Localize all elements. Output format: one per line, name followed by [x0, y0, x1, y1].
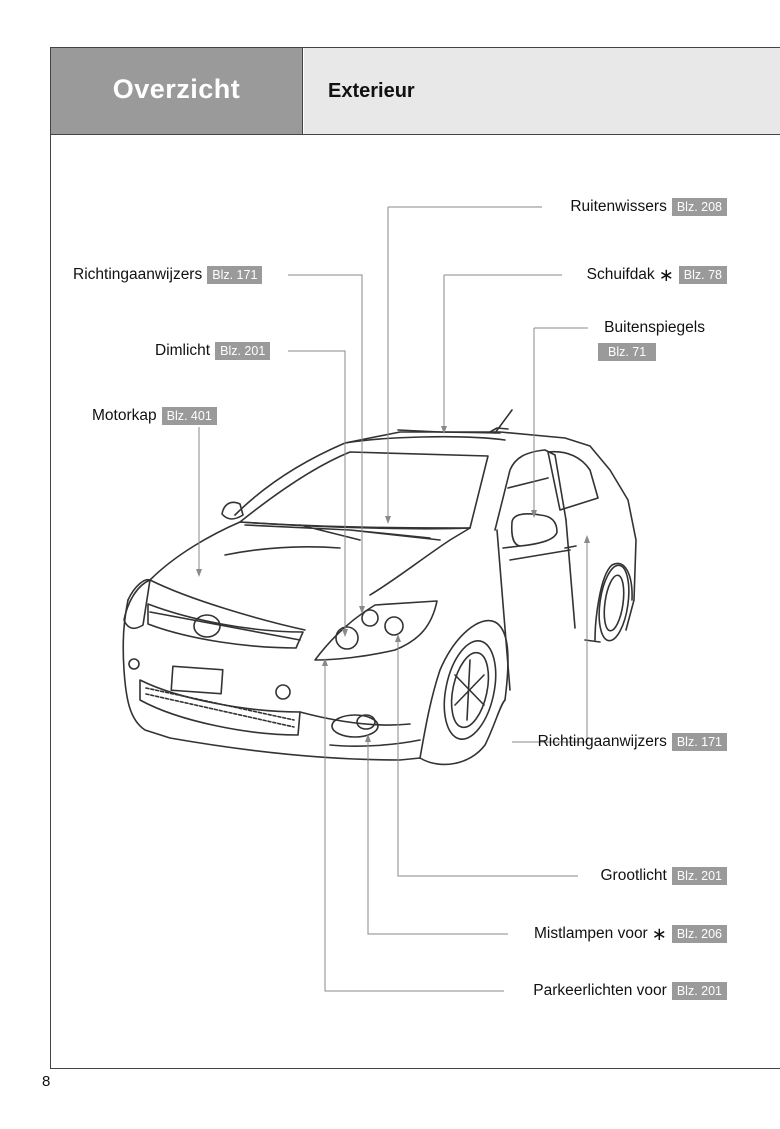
asterisk-icon: ∗	[658, 265, 674, 285]
callout-schuifdak: Schuifdak∗Blz. 78	[587, 265, 727, 285]
callout-mistlampen: Mistlampen voor∗Blz. 206	[534, 924, 727, 944]
page-ref-badge: Blz. 78	[678, 266, 727, 284]
page-ref-badge: Blz. 208	[671, 198, 727, 216]
callout-label: Parkeerlichten voor	[533, 982, 667, 999]
header-divider	[51, 134, 780, 135]
callout-label: Schuifdak	[586, 266, 655, 283]
page-title: Exterieur	[328, 79, 415, 102]
callout-label: Dimlicht	[155, 342, 211, 359]
callout-label: Richtingaanwijzers	[73, 266, 203, 283]
leader-arrowheads	[196, 426, 590, 742]
callout-label: Mistlampen voor	[534, 925, 648, 942]
page-ref-badge: Blz. 171	[671, 733, 727, 751]
page-ref-badge: Blz. 201	[671, 982, 727, 1000]
page-ref-badge: Blz. 401	[161, 407, 217, 425]
callout-buitenspiegels: Buitenspiegels	[604, 318, 705, 338]
callout-label: Grootlicht	[600, 867, 667, 884]
section-tab: Overzicht	[51, 48, 303, 134]
leader-lines	[198, 206, 588, 992]
section-title: Overzicht	[112, 73, 241, 104]
page-ref-badge: Blz. 171	[207, 266, 263, 284]
callout-label: Richtingaanwijzers	[537, 733, 667, 750]
callout-label: Motorkap	[92, 407, 157, 424]
page-frame	[50, 47, 780, 1069]
asterisk-icon: ∗	[651, 924, 667, 944]
callout-label: Buitenspiegels	[604, 319, 705, 336]
page-ref-badge: Blz. 206	[671, 925, 727, 943]
page-header: Exterieur	[304, 48, 780, 134]
page-ref-badge: Blz. 201	[671, 867, 727, 885]
callout-label: Ruitenwissers	[570, 198, 667, 215]
page-number: 8	[42, 1073, 51, 1090]
page-ref-badge: Blz. 71	[598, 343, 657, 361]
callout-buitenspiegels-ref: Blz. 71	[598, 342, 657, 362]
page-ref-badge: Blz. 201	[215, 342, 271, 360]
car-drawing	[122, 409, 637, 766]
